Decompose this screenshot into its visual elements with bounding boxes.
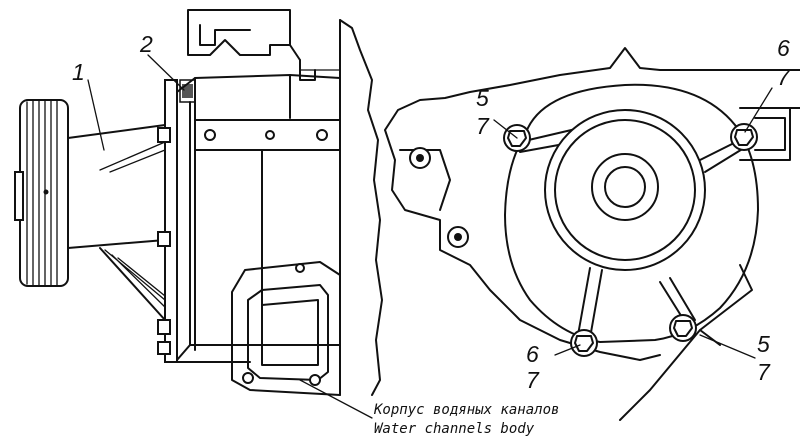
callout-5-top-left: 5 [476, 85, 489, 111]
block-edge [339, 19, 383, 396]
callout-7-top-left: 7 [476, 113, 490, 139]
callout-1: 1 [72, 59, 85, 85]
leader-lines [87, 54, 773, 419]
callout-6-top-right: 6 [777, 35, 790, 61]
water-channels-body [231, 261, 341, 396]
top-bracket [187, 9, 301, 61]
bolt-bottom-right [669, 314, 697, 342]
callout-7-bottom-right: 7 [757, 359, 771, 385]
pump-housing [176, 59, 341, 363]
engine-block-outline [384, 47, 800, 361]
caption-english: Water channels body [374, 421, 535, 437]
callout-7-top-right: 7 [777, 64, 791, 90]
side-view [14, 9, 383, 396]
callout-6-bottom-left: 6 [526, 341, 539, 367]
pump-cover [504, 83, 759, 343]
caption-russian: Корпус водяных каналов [373, 402, 559, 418]
pulley [14, 99, 69, 287]
callout-2: 2 [139, 31, 153, 57]
front-view [384, 47, 800, 421]
callout-5-bottom-right: 5 [757, 331, 770, 357]
pump-hub [67, 124, 171, 321]
bolt-bottom-left [570, 329, 598, 357]
callout-7-bottom-left: 7 [526, 367, 540, 393]
bolt-top-right [730, 123, 758, 151]
